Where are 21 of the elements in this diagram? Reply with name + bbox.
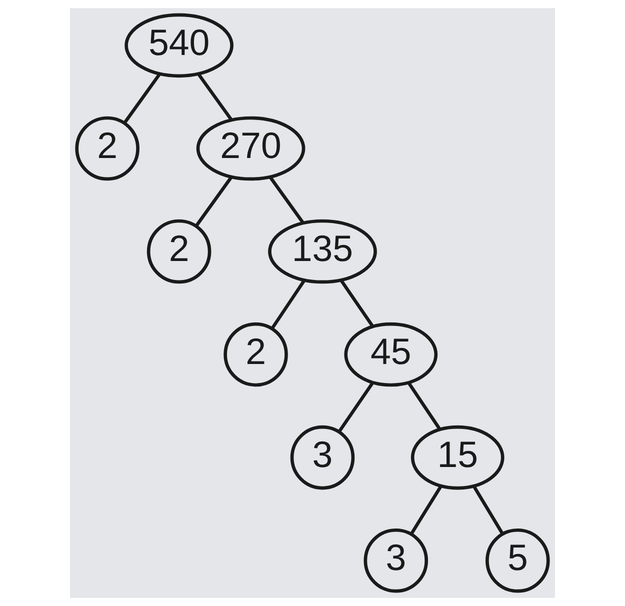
node-circle: 2 [224, 322, 288, 387]
connector [472, 486, 504, 535]
node-circle: 2 [146, 219, 212, 284]
connector [194, 176, 233, 227]
node-circle: 5 [486, 528, 550, 593]
node-ellipse: 15 [410, 425, 504, 490]
node-circle: 3 [364, 528, 428, 593]
node-ellipse: 135 [268, 219, 377, 284]
connector [340, 279, 374, 328]
connector [270, 279, 306, 330]
connector [338, 382, 374, 432]
connector [197, 73, 233, 121]
connector [410, 486, 442, 535]
connector [123, 73, 161, 124]
node-ellipse: 540 [124, 13, 234, 78]
connector [269, 176, 304, 224]
node-circle: 2 [75, 116, 140, 181]
node-ellipse: 270 [196, 116, 306, 181]
node-circle: 3 [290, 425, 355, 490]
node-ellipse: 45 [344, 322, 438, 387]
connector [407, 382, 442, 430]
